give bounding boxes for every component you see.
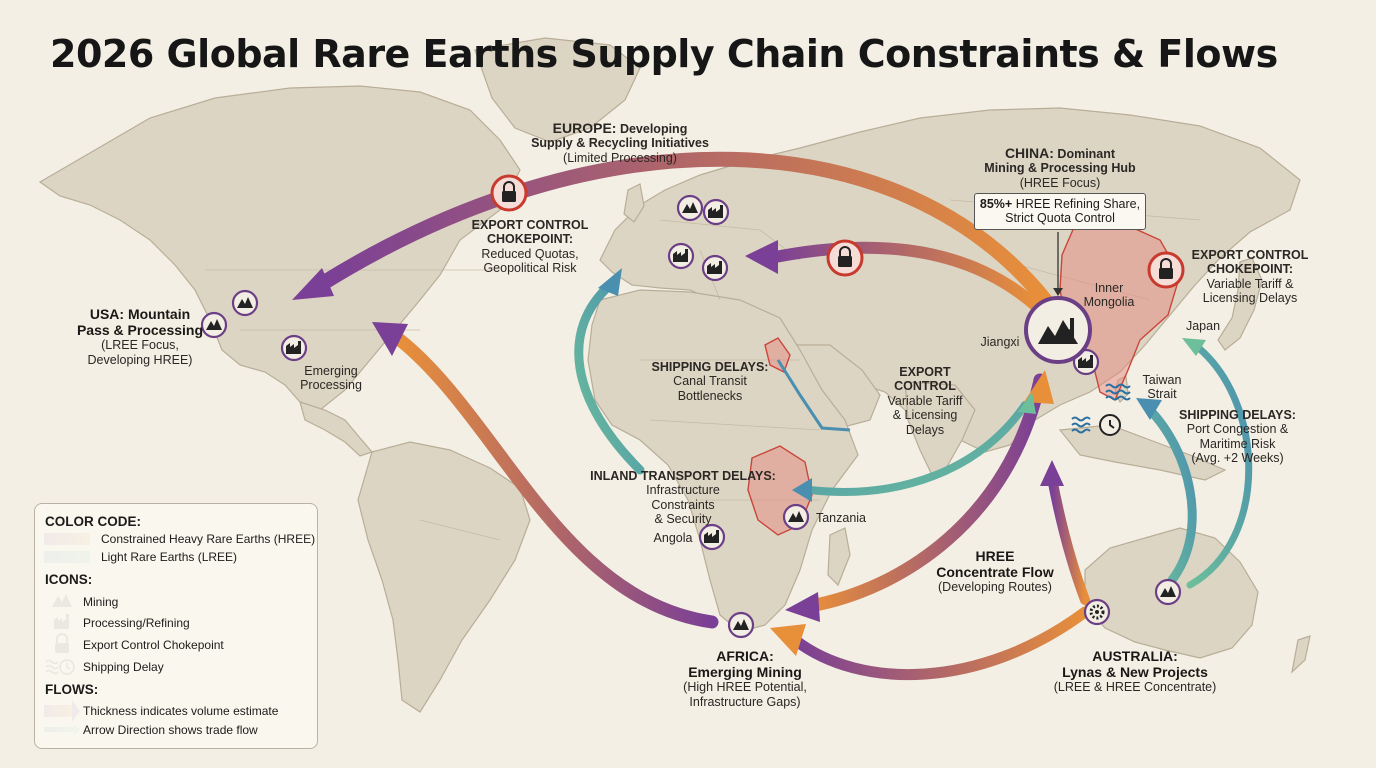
export-control-west-label: EXPORT CONTROL CHOKEPOINT: Reduced Quota… — [471, 218, 589, 276]
lock-icon — [826, 239, 864, 277]
europe-label: EUROPE: Developing Supply & Recycling In… — [531, 120, 709, 165]
arrowhead-europe — [745, 240, 778, 274]
arrowhead-japan — [1182, 338, 1206, 356]
flow-australia-to-japan — [1186, 341, 1253, 589]
flow-australia-to-asia — [1143, 403, 1197, 585]
mining-icon — [727, 611, 755, 639]
hree-flow-label: HREE Concentrate Flow (Developing Routes… — [936, 548, 1054, 595]
legend-processing-label: Processing/Refining — [83, 616, 190, 630]
lock-icon — [490, 174, 528, 212]
china-label: CHINA: Dominant Mining & Processing Hub … — [984, 145, 1136, 190]
greenland-landmass — [474, 37, 641, 143]
refinery-gear-icon — [1083, 598, 1111, 626]
china-heading: CHINA: — [1004, 145, 1054, 161]
jiangxi-label: Jiangxi — [980, 335, 1020, 349]
factory-icon — [1072, 348, 1100, 376]
factory-icon — [702, 198, 730, 226]
shipping-delays-pacific-label: SHIPPING DELAYS: Port Congestion & Marit… — [1179, 408, 1296, 466]
legend-shipping-label: Shipping Delay — [83, 660, 164, 674]
legend-lree-label: Light Rare Earths (LREE) — [101, 550, 238, 564]
arrowhead-africa-from-australia — [770, 624, 806, 656]
mining-icon — [676, 194, 704, 222]
flow-china-to-europe — [764, 241, 1041, 311]
red-sea-shipping-route — [776, 359, 851, 432]
mining-icon — [231, 289, 259, 317]
legend-lock-label: Export Control Chokepoint — [83, 638, 224, 652]
inner-mongolia-label: Inner Mongolia — [1083, 281, 1135, 310]
flow-china-to-africa — [803, 373, 1047, 613]
mining-icon — [200, 311, 228, 339]
tanzania-label: Tanzania — [815, 511, 867, 525]
emerging-processing-label: Emerging Processing — [300, 364, 362, 393]
flow-china-to-usa — [312, 151, 1053, 308]
usa-label: USA: Mountain Pass & Processing (LREE Fo… — [76, 306, 204, 367]
arrowhead-southeast-asia — [1136, 398, 1162, 420]
china-hub-marker — [1024, 296, 1092, 364]
japan-label: Japan — [1185, 319, 1221, 333]
legend-flows-heading: FLOWS: — [45, 682, 99, 697]
taiwan-strait-label: Taiwan Strait — [1142, 373, 1182, 402]
factory-icon — [280, 334, 308, 362]
japan-landmass — [1217, 257, 1263, 351]
shipping-delay-icon — [1105, 383, 1131, 401]
inland-transport-label: INLAND TRANSPORT DELAYS: Infrastructure … — [590, 469, 776, 527]
central-america-landmass — [299, 401, 374, 457]
legend-hree-label: Constrained Heavy Rare Earths (HREE) — [101, 532, 316, 546]
mining-icon — [782, 503, 810, 531]
africa-label: AFRICA: Emerging Mining (High HREE Poten… — [683, 648, 807, 709]
flow-africa-to-europe — [574, 280, 645, 475]
factory-icon — [698, 523, 726, 551]
shipping-delay-icon — [1071, 414, 1121, 436]
flow-east-africa-to-china — [806, 401, 1029, 496]
north-america-landmass — [38, 85, 521, 411]
australia-label: AUSTRALIA: Lynas & New Projects (LREE & … — [1053, 648, 1217, 695]
export-control-mid-label: EXPORT CONTROL Variable Tariff & Licensi… — [887, 365, 963, 437]
legend-mining-label: Mining — [83, 595, 119, 609]
china-refining-callout: 85%+ HREE Refining Share, Strict Quota C… — [974, 193, 1146, 230]
arrowhead-east-africa — [792, 478, 812, 502]
page-title: 2026 Global Rare Earths Supply Chain Con… — [50, 32, 1278, 76]
legend-color-code-heading: COLOR CODE: — [45, 514, 141, 529]
madagascar-landmass — [827, 527, 851, 587]
south-america-landmass — [357, 441, 531, 713]
uk-landmass — [623, 183, 645, 223]
flow-australia-to-africa — [789, 606, 1091, 680]
arrowhead-usa-from-africa — [372, 322, 408, 356]
arrowhead-china-from-australia — [1040, 460, 1064, 486]
arrowhead-china-from-east-africa — [1018, 392, 1036, 414]
shipping-delays-canal-label: SHIPPING DELAYS: Canal Transit Bottlenec… — [651, 360, 769, 403]
legend-thickness-label: Thickness indicates volume estimate — [83, 704, 279, 718]
arrowhead-usa — [292, 268, 334, 300]
flow-africa-to-usa — [393, 333, 719, 629]
legend-panel: COLOR CODE: Constrained Heavy Rare Earth… — [34, 503, 318, 749]
legend-icons-heading: ICONS: — [45, 572, 93, 587]
arrowhead-europe-from-africa — [598, 268, 622, 296]
arrowhead-africa-from-china — [785, 592, 820, 622]
red-sea-risk-zone — [764, 337, 791, 373]
angola-label: Angola — [653, 531, 693, 545]
export-control-east-label: EXPORT CONTROL CHOKEPOINT: Variable Tari… — [1191, 248, 1309, 306]
lock-icon — [1147, 251, 1185, 289]
factory-icon — [667, 242, 695, 270]
flow-australia-to-china — [1047, 473, 1090, 605]
europe-heading: EUROPE: — [552, 120, 617, 136]
factory-icon — [701, 254, 729, 282]
legend-direction-label: Arrow Direction shows trade flow — [83, 723, 258, 737]
africa-landmass — [587, 289, 859, 633]
new-zealand-landmass — [1291, 635, 1311, 674]
mining-icon — [1154, 578, 1182, 606]
